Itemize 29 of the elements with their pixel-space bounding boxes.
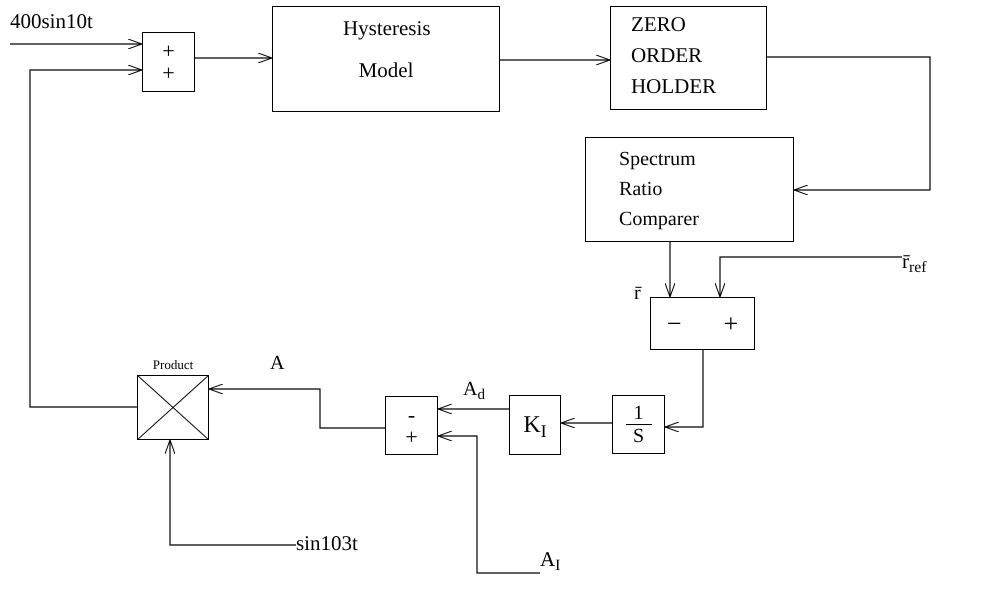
reference-signal-label: r̄$_{ref}$ xyxy=(902,249,926,273)
edge-label: A xyxy=(270,352,284,374)
summing-block: + + xyxy=(142,32,195,92)
summing-block: - + xyxy=(385,396,438,455)
arrow xyxy=(714,256,902,298)
block-title: Product xyxy=(152,356,194,374)
summing-block: − + xyxy=(650,297,755,350)
arrow xyxy=(500,54,610,66)
input-signal-label: A$_{I}$ xyxy=(540,547,560,571)
arrow xyxy=(29,64,142,408)
arrow xyxy=(10,38,142,50)
arrow xyxy=(560,418,612,428)
process-box: Hysteresis Model xyxy=(272,6,500,112)
integrator-block: 1 S xyxy=(612,395,665,454)
arrow xyxy=(664,350,704,432)
process-box: ZERO ORDER HOLDER xyxy=(610,6,767,110)
edge-label: A$_{d}$ xyxy=(463,378,485,400)
process-box: Spectrum Ratio Comparer xyxy=(585,137,794,242)
input-signal-label: 400sin10t xyxy=(10,9,93,33)
arrow xyxy=(438,404,509,414)
arrow xyxy=(664,242,676,298)
arrow xyxy=(164,440,296,546)
input-signal-label: sin103t xyxy=(296,531,358,555)
arrow xyxy=(438,430,540,574)
arrow xyxy=(208,384,385,429)
arrow xyxy=(195,52,272,64)
edge-label: r̄ xyxy=(634,282,641,304)
arrow xyxy=(767,56,931,196)
gain-block: K$_{I}$ xyxy=(509,395,561,455)
